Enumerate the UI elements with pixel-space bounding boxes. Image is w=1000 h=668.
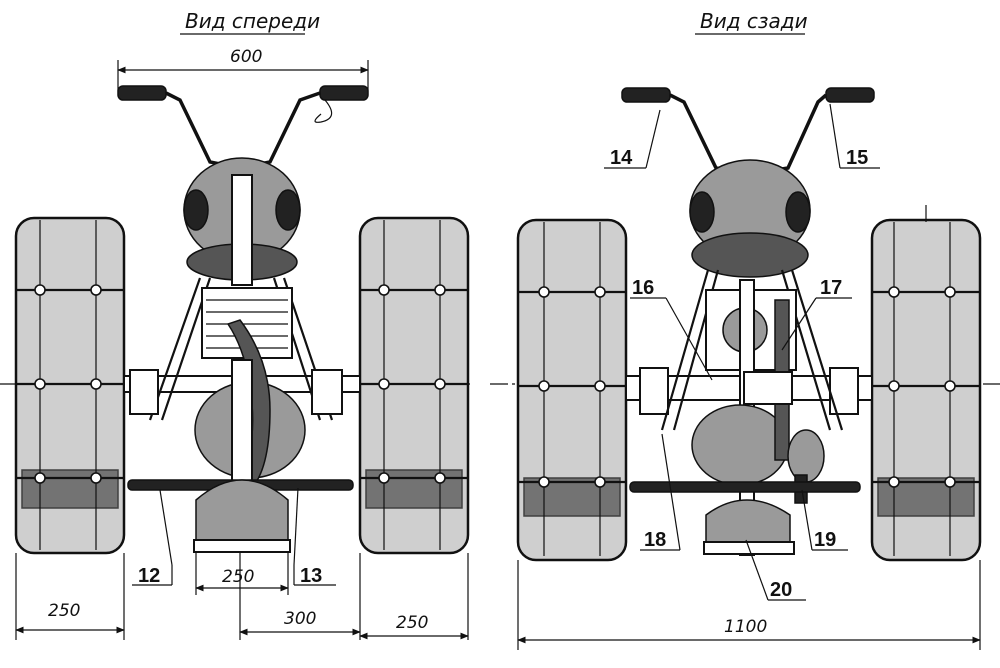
dim-handlebar-600: 600 xyxy=(117,47,369,90)
dim-250-fender-label: 250 xyxy=(222,567,254,587)
rear-view: 1100 14 15 16 17 18 xyxy=(490,87,1000,650)
callout-16: 16 xyxy=(630,277,713,381)
callout-15-label: 15 xyxy=(846,147,868,169)
rear-fender xyxy=(703,499,795,555)
dim-1100-label: 1100 xyxy=(724,617,767,637)
callout-20: 20 xyxy=(745,539,806,601)
dim-250-left-label: 250 xyxy=(48,601,80,621)
rear-left-wheel xyxy=(516,218,628,562)
rear-headlamp xyxy=(689,159,811,278)
front-headlamp xyxy=(183,157,301,286)
front-view-title-text: Вид спереди xyxy=(185,9,320,33)
callout-18: 18 xyxy=(640,433,681,551)
callout-12: 12 xyxy=(132,489,173,587)
callout-17: 17 xyxy=(781,277,852,351)
front-handlebar xyxy=(117,85,369,170)
rear-view-title: Вид сзади xyxy=(695,9,808,35)
dim-600-label: 600 xyxy=(230,47,262,67)
rear-view-title-text: Вид сзади xyxy=(700,9,808,33)
callout-18-label: 18 xyxy=(644,529,666,551)
callout-13: 13 xyxy=(293,487,336,587)
callout-19-label: 19 xyxy=(814,529,836,551)
rear-right-wheel xyxy=(870,218,982,562)
front-view: 600 250 250 300 250 12 xyxy=(0,47,470,640)
callout-20-label: 20 xyxy=(770,579,792,601)
callout-12-label: 12 xyxy=(138,565,160,587)
front-fender xyxy=(193,479,291,553)
dim-250-right-label: 250 xyxy=(396,613,428,633)
callout-14: 14 xyxy=(604,109,661,169)
callout-14-label: 14 xyxy=(610,147,633,169)
front-right-wheel xyxy=(358,216,470,555)
front-view-title: Вид спереди xyxy=(180,9,320,35)
dim-overall-1100: 1100 xyxy=(517,205,981,650)
front-bottom-dimensions: 250 250 300 250 xyxy=(15,552,469,640)
callout-17-label: 17 xyxy=(820,277,842,299)
front-left-wheel xyxy=(14,216,126,555)
callout-13-label: 13 xyxy=(300,565,322,587)
callout-15: 15 xyxy=(829,103,880,169)
callout-19: 19 xyxy=(801,489,848,551)
front-engine xyxy=(194,319,306,491)
callout-16-label: 16 xyxy=(632,277,654,299)
dim-300-label: 300 xyxy=(284,609,316,629)
